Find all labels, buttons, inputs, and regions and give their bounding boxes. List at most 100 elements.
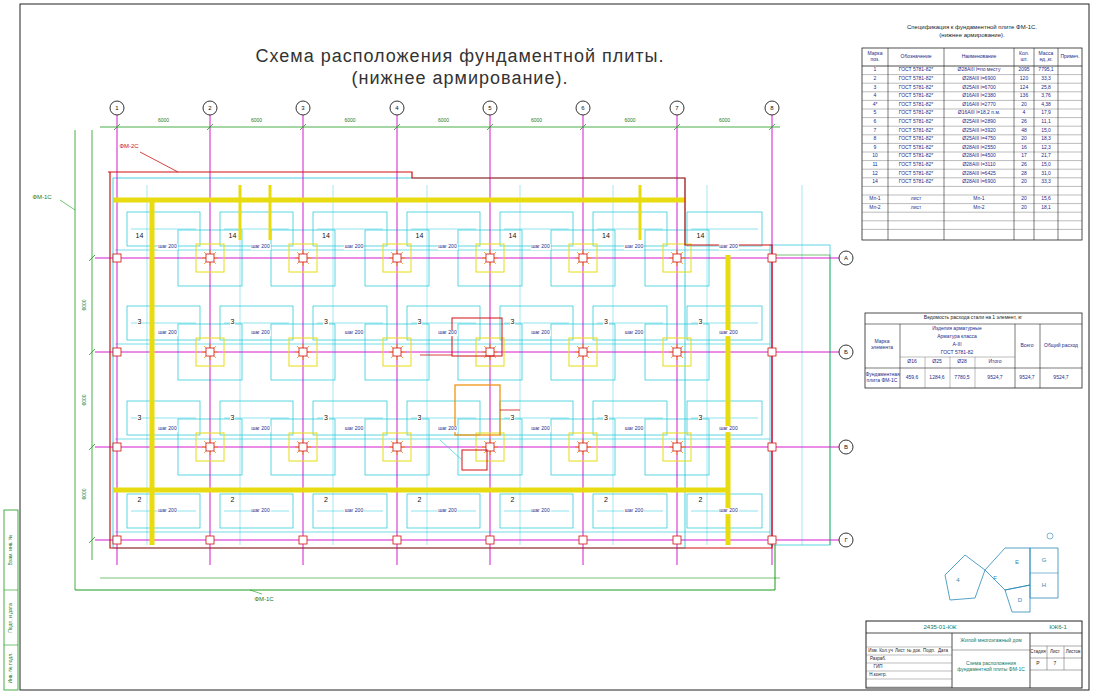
rebar-zone — [407, 401, 480, 435]
axis-label: 2 — [208, 105, 211, 112]
callout-number: 2 — [510, 496, 516, 504]
callout-number: 14 — [415, 232, 425, 240]
rebar-band — [113, 198, 685, 203]
column-rebar — [196, 244, 224, 272]
axis-bubble — [576, 101, 590, 115]
dimension-tick — [769, 124, 775, 130]
dimension: 6000 — [82, 298, 88, 311]
step-note: шаг 200 — [157, 330, 177, 336]
column-rebar — [204, 252, 216, 264]
table-header: Всего — [1020, 343, 1033, 349]
table-rule — [862, 186, 1082, 187]
table-cell: 17 — [1021, 153, 1027, 159]
column-rebar — [484, 441, 496, 453]
step-note: шаг 200 — [530, 426, 550, 432]
step-note: шаг 200 — [250, 426, 270, 432]
step-note: шаг 200 — [437, 508, 457, 514]
side-stamp — [4, 510, 18, 690]
table-header: A-III — [952, 342, 961, 348]
core-wall — [500, 410, 520, 411]
mark-label: ФМ-2С — [118, 143, 139, 150]
table-cell: Ø28АIII l=2550 — [962, 145, 996, 151]
column-mark — [393, 348, 401, 356]
table-cell: ГОСТ 5781-82* — [899, 128, 934, 134]
column-rebar — [297, 252, 309, 264]
column-mark — [206, 254, 214, 262]
rebar-band — [639, 185, 642, 240]
grid-axis — [583, 115, 584, 565]
slab-outline — [75, 130, 76, 590]
rebar-zone — [313, 494, 387, 528]
callout-number: 14 — [321, 232, 331, 240]
table-rule — [862, 169, 1082, 170]
title-rule — [1030, 670, 1082, 671]
step-note: шаг 200 — [157, 426, 177, 432]
side-stamp-line — [4, 590, 18, 591]
stamp-text: 2435-01-КЖ — [923, 624, 956, 631]
table-rule — [862, 177, 1082, 178]
column-mark — [206, 348, 214, 356]
rebar-zone — [127, 306, 200, 340]
column-mark — [206, 536, 214, 544]
column-rebar — [204, 441, 216, 453]
table-cell: 124 — [1020, 85, 1028, 91]
leader-line — [440, 440, 462, 460]
stamp-text: Жилой многоэтажный дом — [954, 638, 1028, 644]
column-rebar — [577, 346, 589, 358]
column-rebar — [289, 338, 317, 366]
column-rebar — [663, 433, 691, 461]
table-rule — [862, 117, 1082, 118]
stamp-text: Стадия — [1030, 649, 1045, 654]
rebar-band — [269, 185, 272, 240]
stamp-text: Р — [1036, 661, 1039, 667]
rebar-line — [597, 229, 663, 230]
step-note: шаг 200 — [250, 244, 270, 250]
rebar-zone — [687, 306, 762, 340]
table-title: Ведомость расхода стали на 1 элемент, кг — [924, 315, 1022, 321]
table-rule — [950, 357, 951, 388]
title-rule — [866, 663, 952, 664]
callout-number: 14 — [228, 232, 238, 240]
table-cell: 15,0 — [1041, 162, 1051, 168]
core-wall — [452, 318, 502, 356]
column-rebar — [671, 252, 683, 264]
dimension: 6000 — [157, 118, 170, 124]
step-note: шаг 200 — [250, 508, 270, 514]
table-header: Обозначение — [889, 54, 943, 60]
table-cell: 4 — [1023, 110, 1026, 116]
table-cell: 12 — [872, 171, 878, 177]
table-header: Масса ед.,кг. — [1035, 51, 1057, 63]
key-plan-letter: F — [993, 575, 997, 582]
mark-label: ФМ-1С — [31, 194, 52, 201]
axis-label: 4 — [395, 105, 398, 112]
step-note: шаг 200 — [530, 508, 550, 514]
core-wall — [455, 385, 500, 435]
table-cell: ГОСТ 5781-82* — [899, 119, 934, 125]
axis-bubble — [203, 101, 217, 115]
table-rule — [1058, 48, 1059, 240]
table-cell: 136 — [1020, 93, 1028, 99]
rebar-zone — [407, 306, 480, 340]
axis-bubble — [296, 101, 310, 115]
rebar-zone — [500, 306, 573, 340]
grid-axis — [303, 115, 304, 565]
key-plan — [1005, 585, 1030, 612]
callout-number: 3 — [603, 414, 609, 422]
slab-outline — [775, 255, 830, 256]
callout-number: 3 — [137, 414, 143, 422]
column-mark — [768, 254, 776, 262]
table-rule — [862, 143, 1082, 144]
rebar-zone — [407, 212, 480, 246]
column-rebar — [204, 346, 216, 358]
column-rebar — [569, 433, 597, 461]
table-cell: ГОСТ 5781-82* — [899, 153, 934, 159]
dimension-line — [100, 578, 780, 579]
dimension-tick — [394, 124, 400, 130]
table-header: Ø28 — [957, 359, 966, 365]
table-cell: 10 — [872, 153, 878, 159]
column-rebar — [577, 441, 589, 453]
callout-number: 3 — [510, 318, 516, 326]
table-cell: 20 — [1021, 136, 1027, 142]
column-mark — [299, 254, 307, 262]
rebar-line — [131, 229, 196, 230]
